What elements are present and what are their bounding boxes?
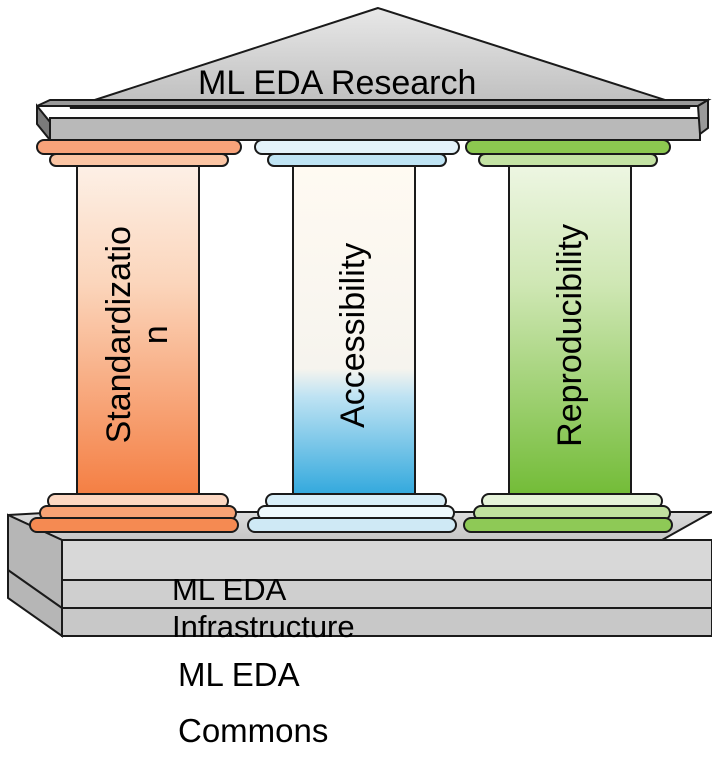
pillar-label-reproducibility: Reproducibility xyxy=(550,223,589,447)
roof-title: ML EDA Research xyxy=(198,64,477,102)
pillar-reproducibility xyxy=(463,139,673,533)
pillar-accessibility xyxy=(247,139,460,533)
pillar-label-box-1: Standardizatio n xyxy=(77,166,199,504)
temple-diagram: ML EDA Research Standardizatio n Accessi… xyxy=(7,6,712,749)
pillar-standardization xyxy=(29,139,242,533)
pillar-label-standardization: Standardizatio n xyxy=(100,226,175,444)
roof xyxy=(36,6,712,143)
base-infrastructure-label: ML EDA Infrastructure xyxy=(172,572,355,644)
pillar-label-box-2: Accessibility xyxy=(293,166,415,504)
pillar-label-accessibility: Accessibility xyxy=(334,242,373,428)
temple-graphic xyxy=(7,6,712,638)
pillar-label-box-3: Reproducibility xyxy=(509,166,631,504)
base-commons-label: ML EDA Commons xyxy=(178,656,329,750)
